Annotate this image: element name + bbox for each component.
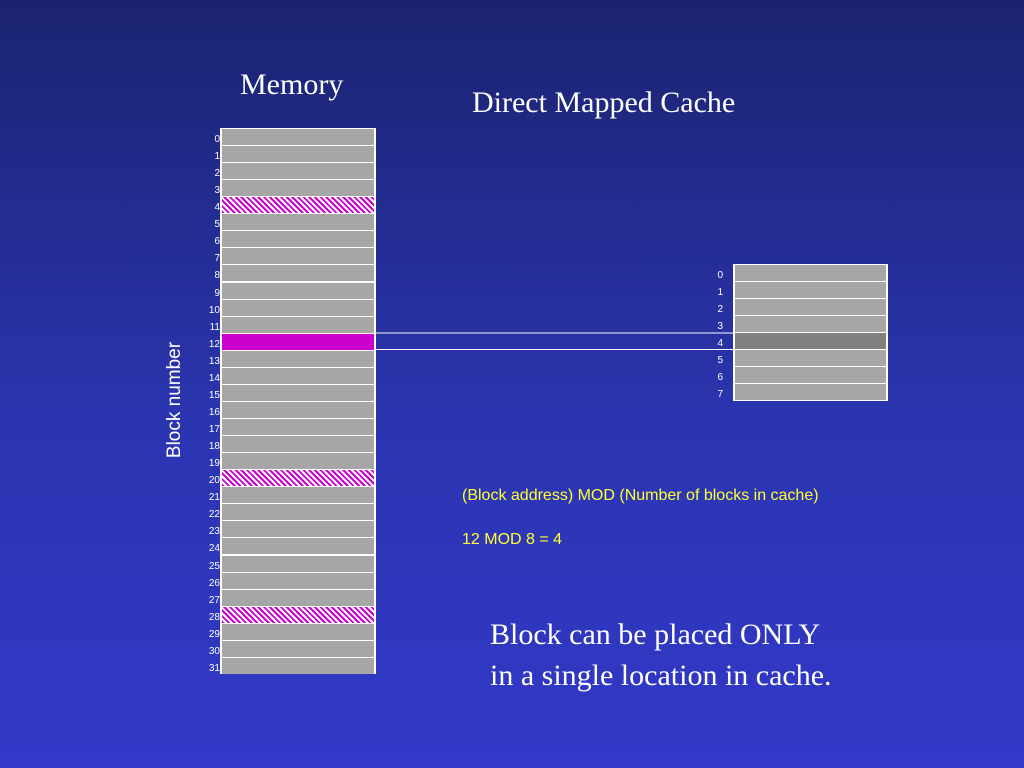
memory-block-20 <box>222 470 374 487</box>
memory-block-19 <box>222 453 374 470</box>
memory-block-30 <box>222 640 374 657</box>
memory-block-21 <box>222 487 374 504</box>
memory-index-label: 8 <box>214 270 220 282</box>
cache-index-label: 7 <box>717 389 723 401</box>
memory-index-label: 6 <box>214 236 220 248</box>
memory-index-label: 3 <box>214 185 220 197</box>
memory-block-0 <box>222 129 374 145</box>
memory-index-label: 5 <box>214 219 220 231</box>
memory-block-13 <box>222 350 374 367</box>
memory-block-17 <box>222 419 374 436</box>
memory-index-label: 7 <box>214 253 220 265</box>
placement-note-line-2: in a single location in cache. <box>490 659 832 692</box>
cache-index-label: 6 <box>717 372 723 384</box>
memory-block-22 <box>222 504 374 521</box>
memory-block-25 <box>222 555 374 572</box>
memory-index-label: 1 <box>214 151 220 163</box>
cache-block-0 <box>735 265 886 281</box>
memory-index-label: 20 <box>208 475 220 487</box>
memory-index-label: 18 <box>208 441 220 453</box>
memory-block-28 <box>222 606 374 623</box>
memory-index-label: 4 <box>214 202 220 214</box>
cache-block-7 <box>735 384 886 401</box>
memory-index-label: 10 <box>208 304 220 316</box>
memory-index-label: 19 <box>208 458 220 470</box>
cache-index-label: 2 <box>717 304 723 316</box>
placement-note: Block can be placed ONLY in a single loc… <box>490 614 832 696</box>
memory-block-26 <box>222 572 374 589</box>
cache-index-label: 0 <box>717 270 723 281</box>
memory-index-label: 14 <box>208 372 220 384</box>
memory-index-label: 31 <box>208 662 220 674</box>
mapping-formula: (Block address) MOD (Number of blocks in… <box>462 487 819 504</box>
memory-block-6 <box>222 231 374 248</box>
memory-index-label: 12 <box>208 338 220 350</box>
memory-block-10 <box>222 299 374 316</box>
memory-block-9 <box>222 282 374 299</box>
memory-block-29 <box>222 623 374 640</box>
cache-index-label: 3 <box>717 321 723 333</box>
memory-index-label: 29 <box>208 628 220 640</box>
memory-index-label: 16 <box>208 406 220 418</box>
memory-index-label: 17 <box>208 424 220 436</box>
memory-array <box>220 128 376 674</box>
cache-array <box>733 264 888 401</box>
memory-block-16 <box>222 401 374 418</box>
memory-index-label: 13 <box>208 355 220 367</box>
memory-index-label: 23 <box>208 526 220 538</box>
memory-block-8 <box>222 265 374 282</box>
cache-index-label: 5 <box>717 355 723 367</box>
cache-block-5 <box>735 350 886 367</box>
cache-title: Direct Mapped Cache <box>472 86 736 119</box>
memory-block-18 <box>222 436 374 453</box>
memory-block-5 <box>222 214 374 231</box>
cache-block-3 <box>735 316 886 333</box>
memory-index-label: 25 <box>208 560 220 572</box>
memory-block-15 <box>222 384 374 401</box>
memory-block-14 <box>222 367 374 384</box>
memory-index-label: 11 <box>209 321 220 333</box>
memory-block-1 <box>222 146 374 163</box>
memory-index-label: 22 <box>208 509 220 521</box>
cache-block-2 <box>735 299 886 316</box>
memory-block-2 <box>222 163 374 180</box>
memory-block-27 <box>222 589 374 606</box>
memory-index-label: 26 <box>208 577 220 589</box>
memory-block-3 <box>222 180 374 197</box>
memory-index-label: 15 <box>208 389 220 401</box>
memory-block-12 <box>222 333 374 350</box>
cache-index-label: 4 <box>717 338 723 350</box>
cache-block-4 <box>735 333 886 350</box>
memory-index-label: 9 <box>214 287 220 299</box>
memory-block-23 <box>222 521 374 538</box>
placement-note-line-1: Block can be placed ONLY <box>490 618 821 651</box>
cache-index-label: 1 <box>717 287 723 299</box>
memory-index-label: 0 <box>214 134 220 145</box>
memory-block-7 <box>222 248 374 265</box>
memory-index-label: 27 <box>208 594 220 606</box>
memory-title: Memory <box>240 68 344 101</box>
cache-block-1 <box>735 282 886 299</box>
memory-block-24 <box>222 538 374 555</box>
memory-index-label: 30 <box>208 645 220 657</box>
memory-block-4 <box>222 197 374 214</box>
memory-block-11 <box>222 316 374 333</box>
mapping-example: 12 MOD 8 = 4 <box>462 531 563 548</box>
memory-index-label: 21 <box>208 492 220 504</box>
cache-block-6 <box>735 367 886 384</box>
memory-block-31 <box>222 657 374 674</box>
memory-index-label: 24 <box>208 543 220 555</box>
memory-index-label: 2 <box>214 168 220 180</box>
memory-index-label: 28 <box>208 611 220 623</box>
